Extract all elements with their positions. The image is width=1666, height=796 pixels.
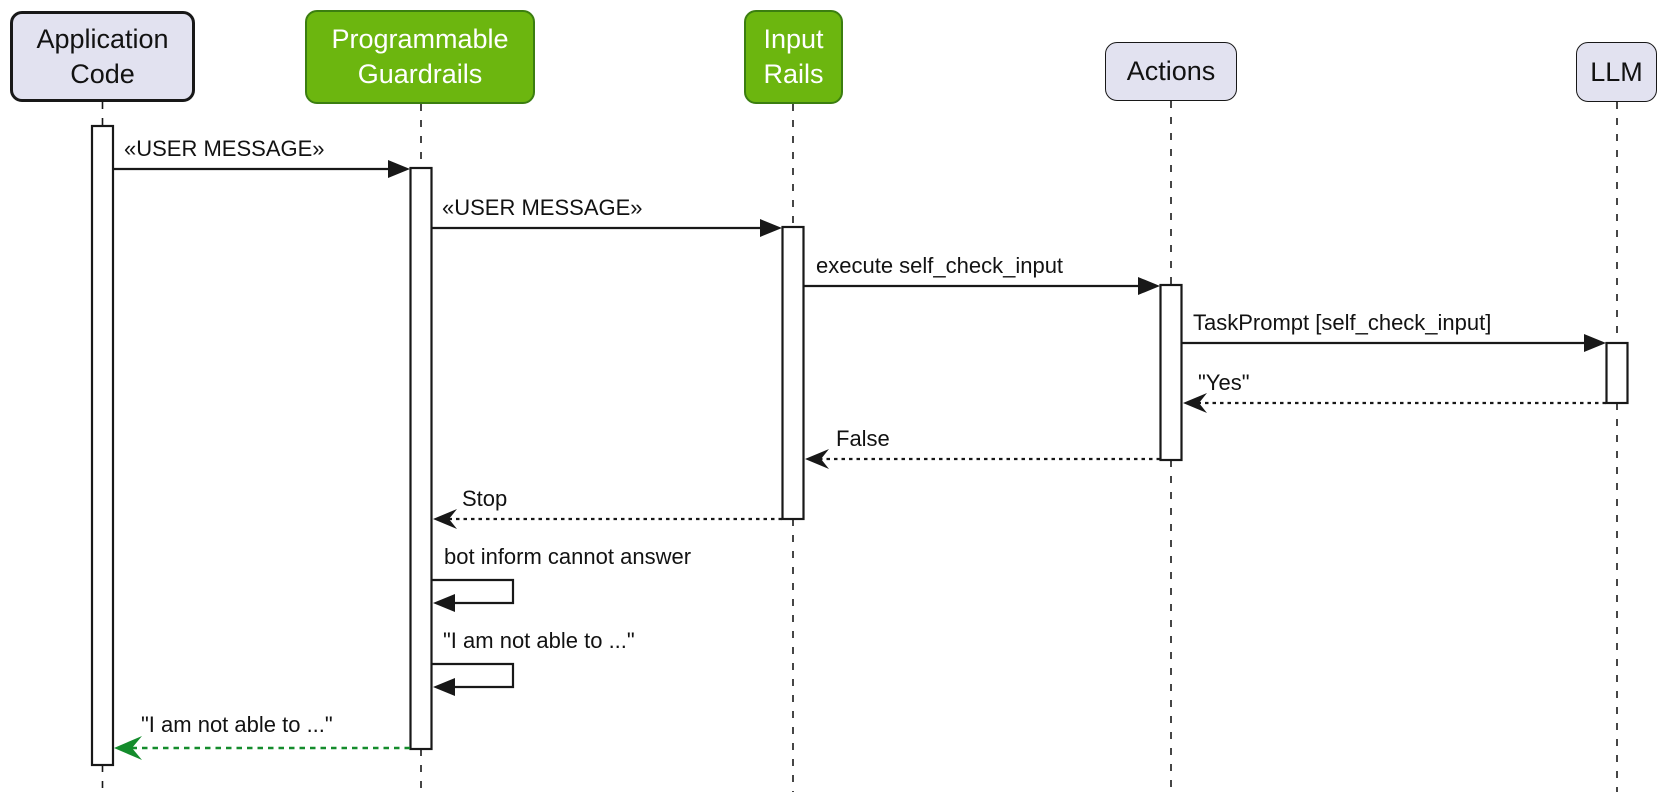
message-label-user-message-1: «USER MESSAGE» <box>124 136 325 161</box>
arrowhead-icon <box>433 594 455 612</box>
message-arrow-yes-return <box>1183 393 1606 413</box>
message-label-i-am-not-able-self: "I am not able to ..." <box>443 628 635 653</box>
message-label-stop: Stop <box>462 486 508 511</box>
participant-programmable-guardrails: Programmable Guardrails <box>305 10 535 104</box>
participant-actions: Actions <box>1105 42 1237 101</box>
activation-bar-llm <box>1605 341 1629 405</box>
self-message-arrow-i-am-not-able <box>432 662 515 696</box>
arrowhead-icon <box>433 678 455 696</box>
message-label-i-am-not-able-return: "I am not able to ..." <box>141 712 333 737</box>
activation-bar-input-rails <box>781 225 805 521</box>
message-label-false: False <box>836 426 890 451</box>
activation-bar-actions <box>1159 283 1183 462</box>
message-arrow-execute-self-check-input <box>804 277 1160 295</box>
message-label-yes: "Yes" <box>1198 370 1250 395</box>
arrowhead-icon <box>388 160 410 178</box>
participant-input-rails: Input Rails <box>744 10 843 104</box>
message-arrow-final-green-return <box>114 736 410 760</box>
arrowhead-icon <box>805 449 829 469</box>
message-arrow-user-message-1 <box>113 160 410 178</box>
message-label-user-message-2: «USER MESSAGE» <box>442 195 643 220</box>
activation-bar-programmable-guardrails <box>409 166 433 751</box>
participant-llm: LLM <box>1576 42 1657 102</box>
participant-application-code: Application Code <box>10 11 195 102</box>
message-arrow-stop-return <box>433 509 782 529</box>
message-arrow-user-message-2 <box>432 219 782 237</box>
self-message-arrow-bot-inform <box>432 578 515 612</box>
message-arrow-false-return <box>805 449 1160 469</box>
arrowhead-icon <box>433 509 457 529</box>
arrowhead-icon <box>114 736 142 760</box>
message-arrow-task-prompt <box>1182 334 1606 352</box>
activation-bar-application-code <box>90 124 115 767</box>
arrowhead-icon <box>1183 393 1207 413</box>
arrowhead-icon <box>1138 277 1160 295</box>
message-label-bot-inform: bot inform cannot answer <box>444 544 692 569</box>
message-label-execute-self-check-input: execute self_check_input <box>816 253 1064 278</box>
arrowhead-icon <box>1584 334 1606 352</box>
message-label-task-prompt: TaskPrompt [self_check_input] <box>1193 310 1492 335</box>
arrowhead-icon <box>760 219 782 237</box>
